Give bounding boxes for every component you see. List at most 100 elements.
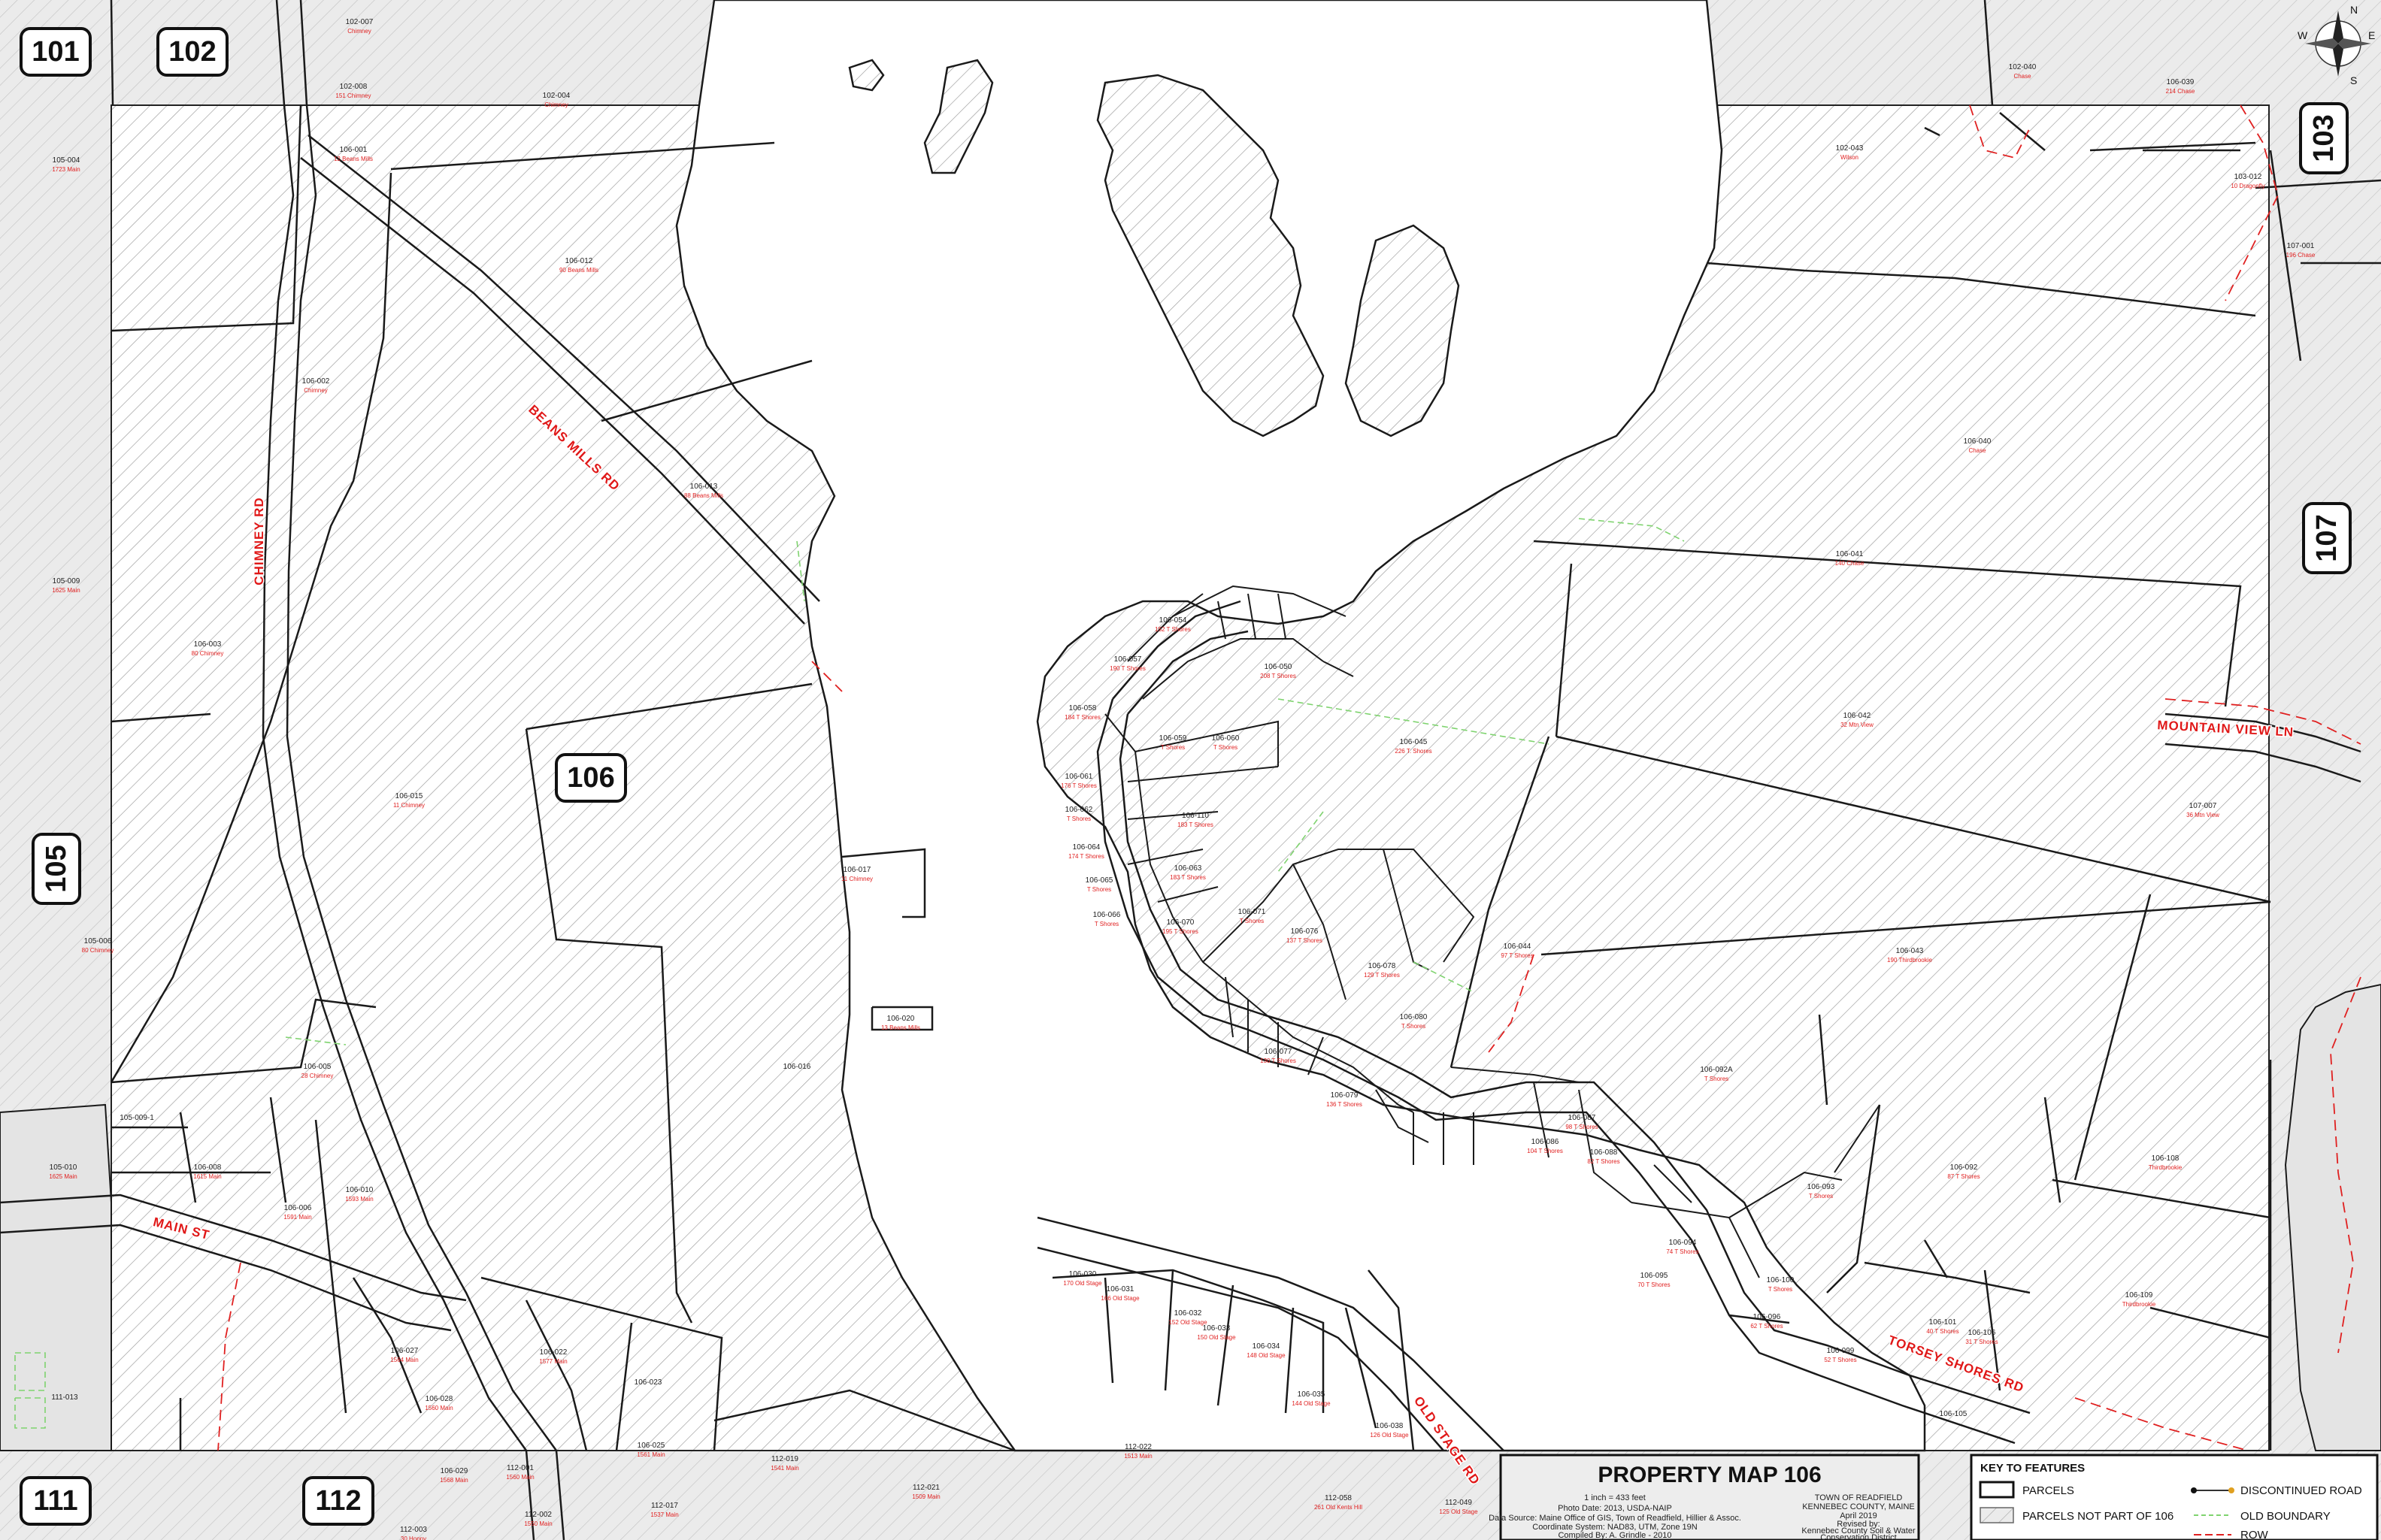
sheet-box-103[interactable]: 103: [2299, 102, 2349, 174]
sheet-box-112[interactable]: 112: [302, 1476, 374, 1526]
sheet-box-101[interactable]: 101: [20, 27, 92, 77]
sheet-box-102[interactable]: 102: [156, 27, 229, 77]
parcel-111-013[interactable]: 111-013: [51, 1393, 78, 1402]
sheet-box-111[interactable]: 111: [20, 1476, 92, 1526]
sheet-box-105[interactable]: 105: [32, 833, 81, 905]
parcel-105-009-1[interactable]: 105-009-1: [120, 1114, 154, 1122]
parcel-106-023[interactable]: 106-023: [635, 1378, 662, 1387]
svg-text:103: 103: [2308, 114, 2340, 162]
parcel-106-105[interactable]: 106-105: [1940, 1410, 1968, 1418]
sheet-box-107[interactable]: 107: [2302, 502, 2352, 574]
parcel-106-016[interactable]: 106-016: [783, 1063, 811, 1071]
